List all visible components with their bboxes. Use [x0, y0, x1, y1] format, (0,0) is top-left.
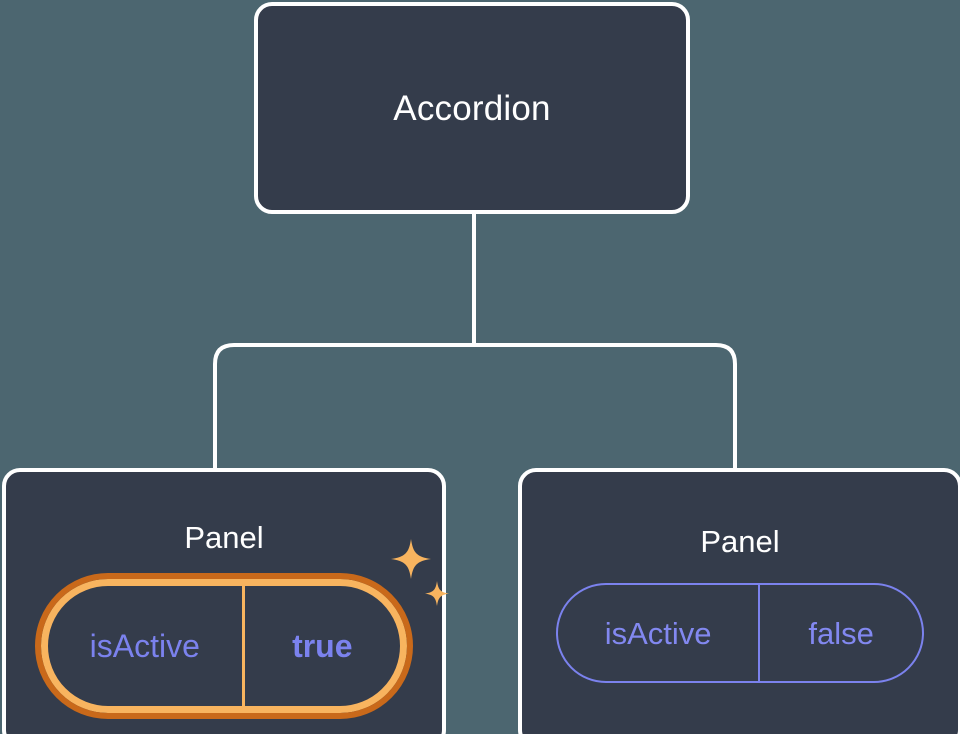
node-panel-active[interactable]: Panel isActive true	[2, 468, 449, 734]
sparkle-large-icon	[391, 539, 431, 579]
prop-divider	[758, 585, 761, 681]
prop-divider	[241, 586, 245, 706]
node-panel-inactive-label: Panel	[700, 524, 780, 559]
connector-branch-bus	[213, 343, 737, 470]
prop-key: isActive	[89, 628, 200, 664]
prop-key: isActive	[604, 615, 712, 651]
node-panel-active-label: Panel	[184, 520, 264, 555]
prop-value: true	[292, 628, 353, 664]
prop-pill-isactive-false[interactable]: isActive false	[556, 583, 924, 683]
prop-pill-isactive-true[interactable]: isActive true	[35, 573, 413, 719]
node-panel-inactive[interactable]: Panel isActive false	[518, 468, 960, 734]
node-accordion-label: Accordion	[393, 88, 551, 128]
sparkle-small-icon	[425, 581, 449, 606]
prop-pill-wrapper-active: isActive true	[35, 539, 449, 719]
node-accordion[interactable]: Accordion	[254, 2, 690, 214]
prop-value: false	[808, 615, 874, 651]
prop-pill-wrapper-inactive: isActive false	[556, 583, 924, 683]
